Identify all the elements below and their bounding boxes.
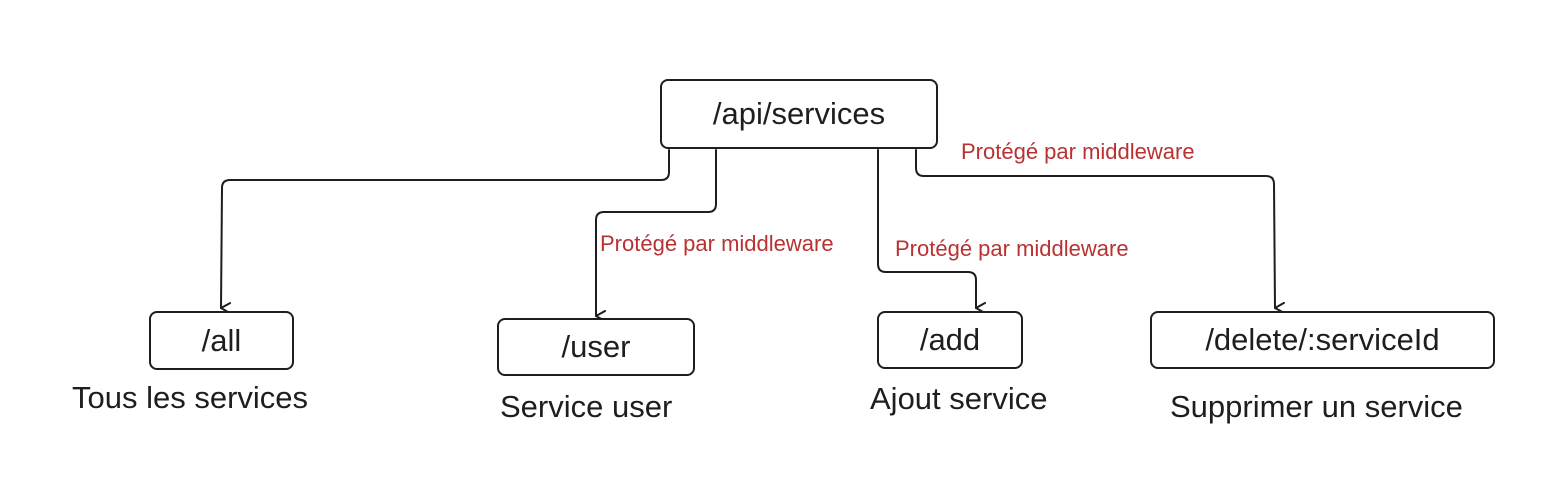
route-caption-user: Service user	[500, 389, 673, 424]
route-node-delete-label: /delete/:serviceId	[1205, 322, 1440, 357]
connector-add	[877, 149, 986, 314]
route-caption-delete: Supprimer un service	[1170, 389, 1463, 424]
root-node: /api/services	[660, 79, 938, 149]
route-caption-add: Ajout service	[870, 381, 1048, 416]
connector-delete	[915, 149, 1286, 314]
route-node-all-label: /all	[201, 322, 242, 358]
route-node-all: /all	[149, 311, 294, 370]
connector-user	[595, 149, 717, 322]
edge-label-delete: Protégé par middleware	[961, 139, 1195, 164]
connector-all	[220, 149, 670, 315]
edge-label-add: Protégé par middleware	[895, 236, 1129, 261]
route-caption-all: Tous les services	[72, 380, 309, 415]
edge-label-user: Protégé par middleware	[600, 231, 834, 256]
route-node-user: /user	[497, 318, 695, 376]
route-node-add-label: /add	[919, 322, 981, 357]
root-node-label: /api/services	[712, 96, 886, 131]
route-node-add: /add	[877, 311, 1023, 369]
route-node-delete: /delete/:serviceId	[1150, 311, 1495, 369]
route-node-user-label: /user	[561, 329, 631, 364]
